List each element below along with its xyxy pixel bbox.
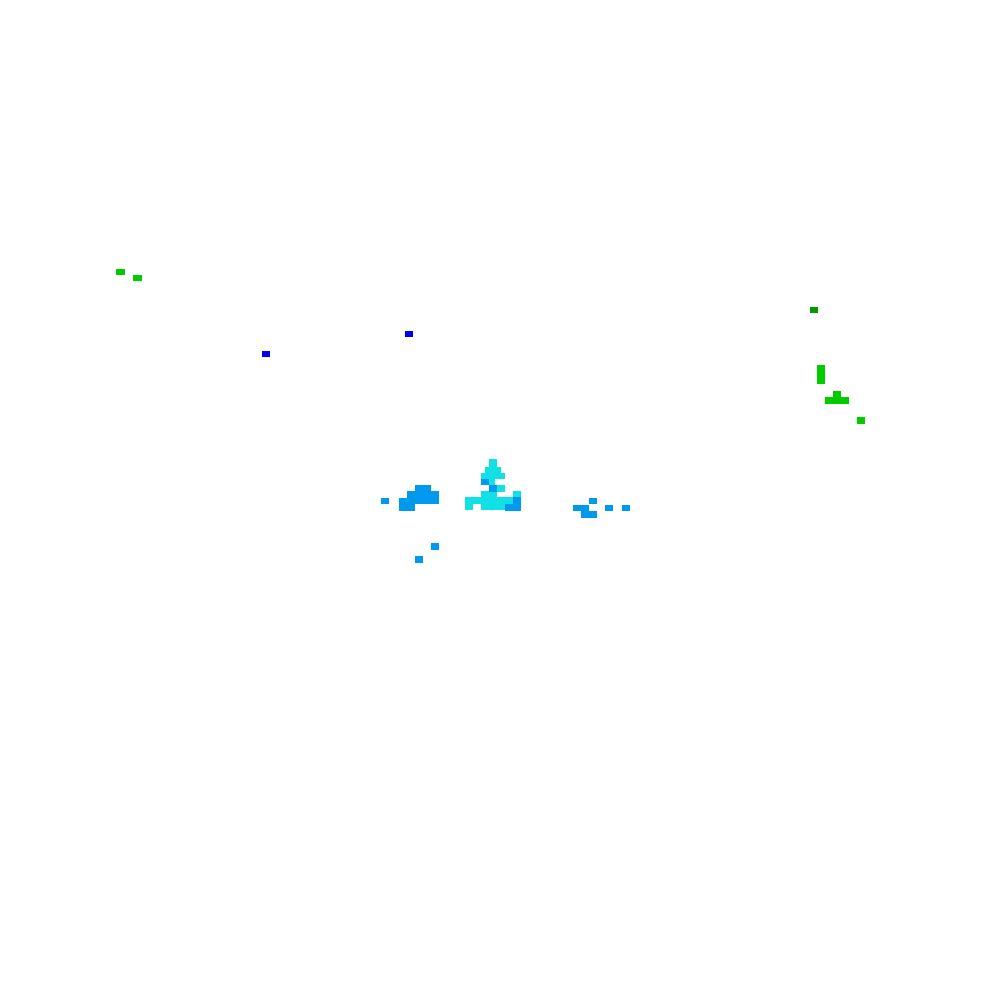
echo-cell [589,498,597,504]
echo-cell [399,504,415,511]
echo-cell [489,479,495,485]
echo-cell [481,479,489,485]
echo-cell [489,459,497,467]
echo-cell [825,397,849,404]
echo-cell [605,505,613,511]
echo-cell [513,497,521,504]
echo-cell [817,378,825,384]
echo-cell [481,491,497,497]
echo-cell [481,473,505,479]
echo-cell [431,543,439,550]
echo-cell [262,351,270,357]
central-medium-blue-echoes [381,479,630,563]
echo-cell [481,504,505,510]
echo-cell [405,331,413,337]
echo-cell [381,498,389,504]
echo-cell [415,556,423,563]
echo-cell [133,275,142,281]
echo-cell [817,372,825,378]
echo-cell [857,417,865,424]
echo-cell [833,391,841,397]
echo-cell [489,485,497,492]
echo-cell [407,491,439,498]
echo-cell [622,505,630,511]
east-dark-green-echo [810,307,818,313]
echo-cell [513,491,521,497]
echo-cell [497,485,505,492]
echo-cell [817,365,825,372]
echo-cell [581,511,597,518]
echo-cell [810,307,818,313]
echo-cell [116,269,125,275]
echo-cell [505,504,521,511]
echo-cell [415,485,431,491]
echo-cell [465,504,473,510]
central-blue-echoes [262,331,413,357]
echo-cell [485,467,501,473]
echo-cell [573,505,589,511]
northwest-green-echoes [116,269,142,281]
echo-cell [465,497,515,504]
east-green-echoes [817,365,865,424]
central-cyan-echoes [465,459,521,510]
echo-cell [399,498,439,504]
